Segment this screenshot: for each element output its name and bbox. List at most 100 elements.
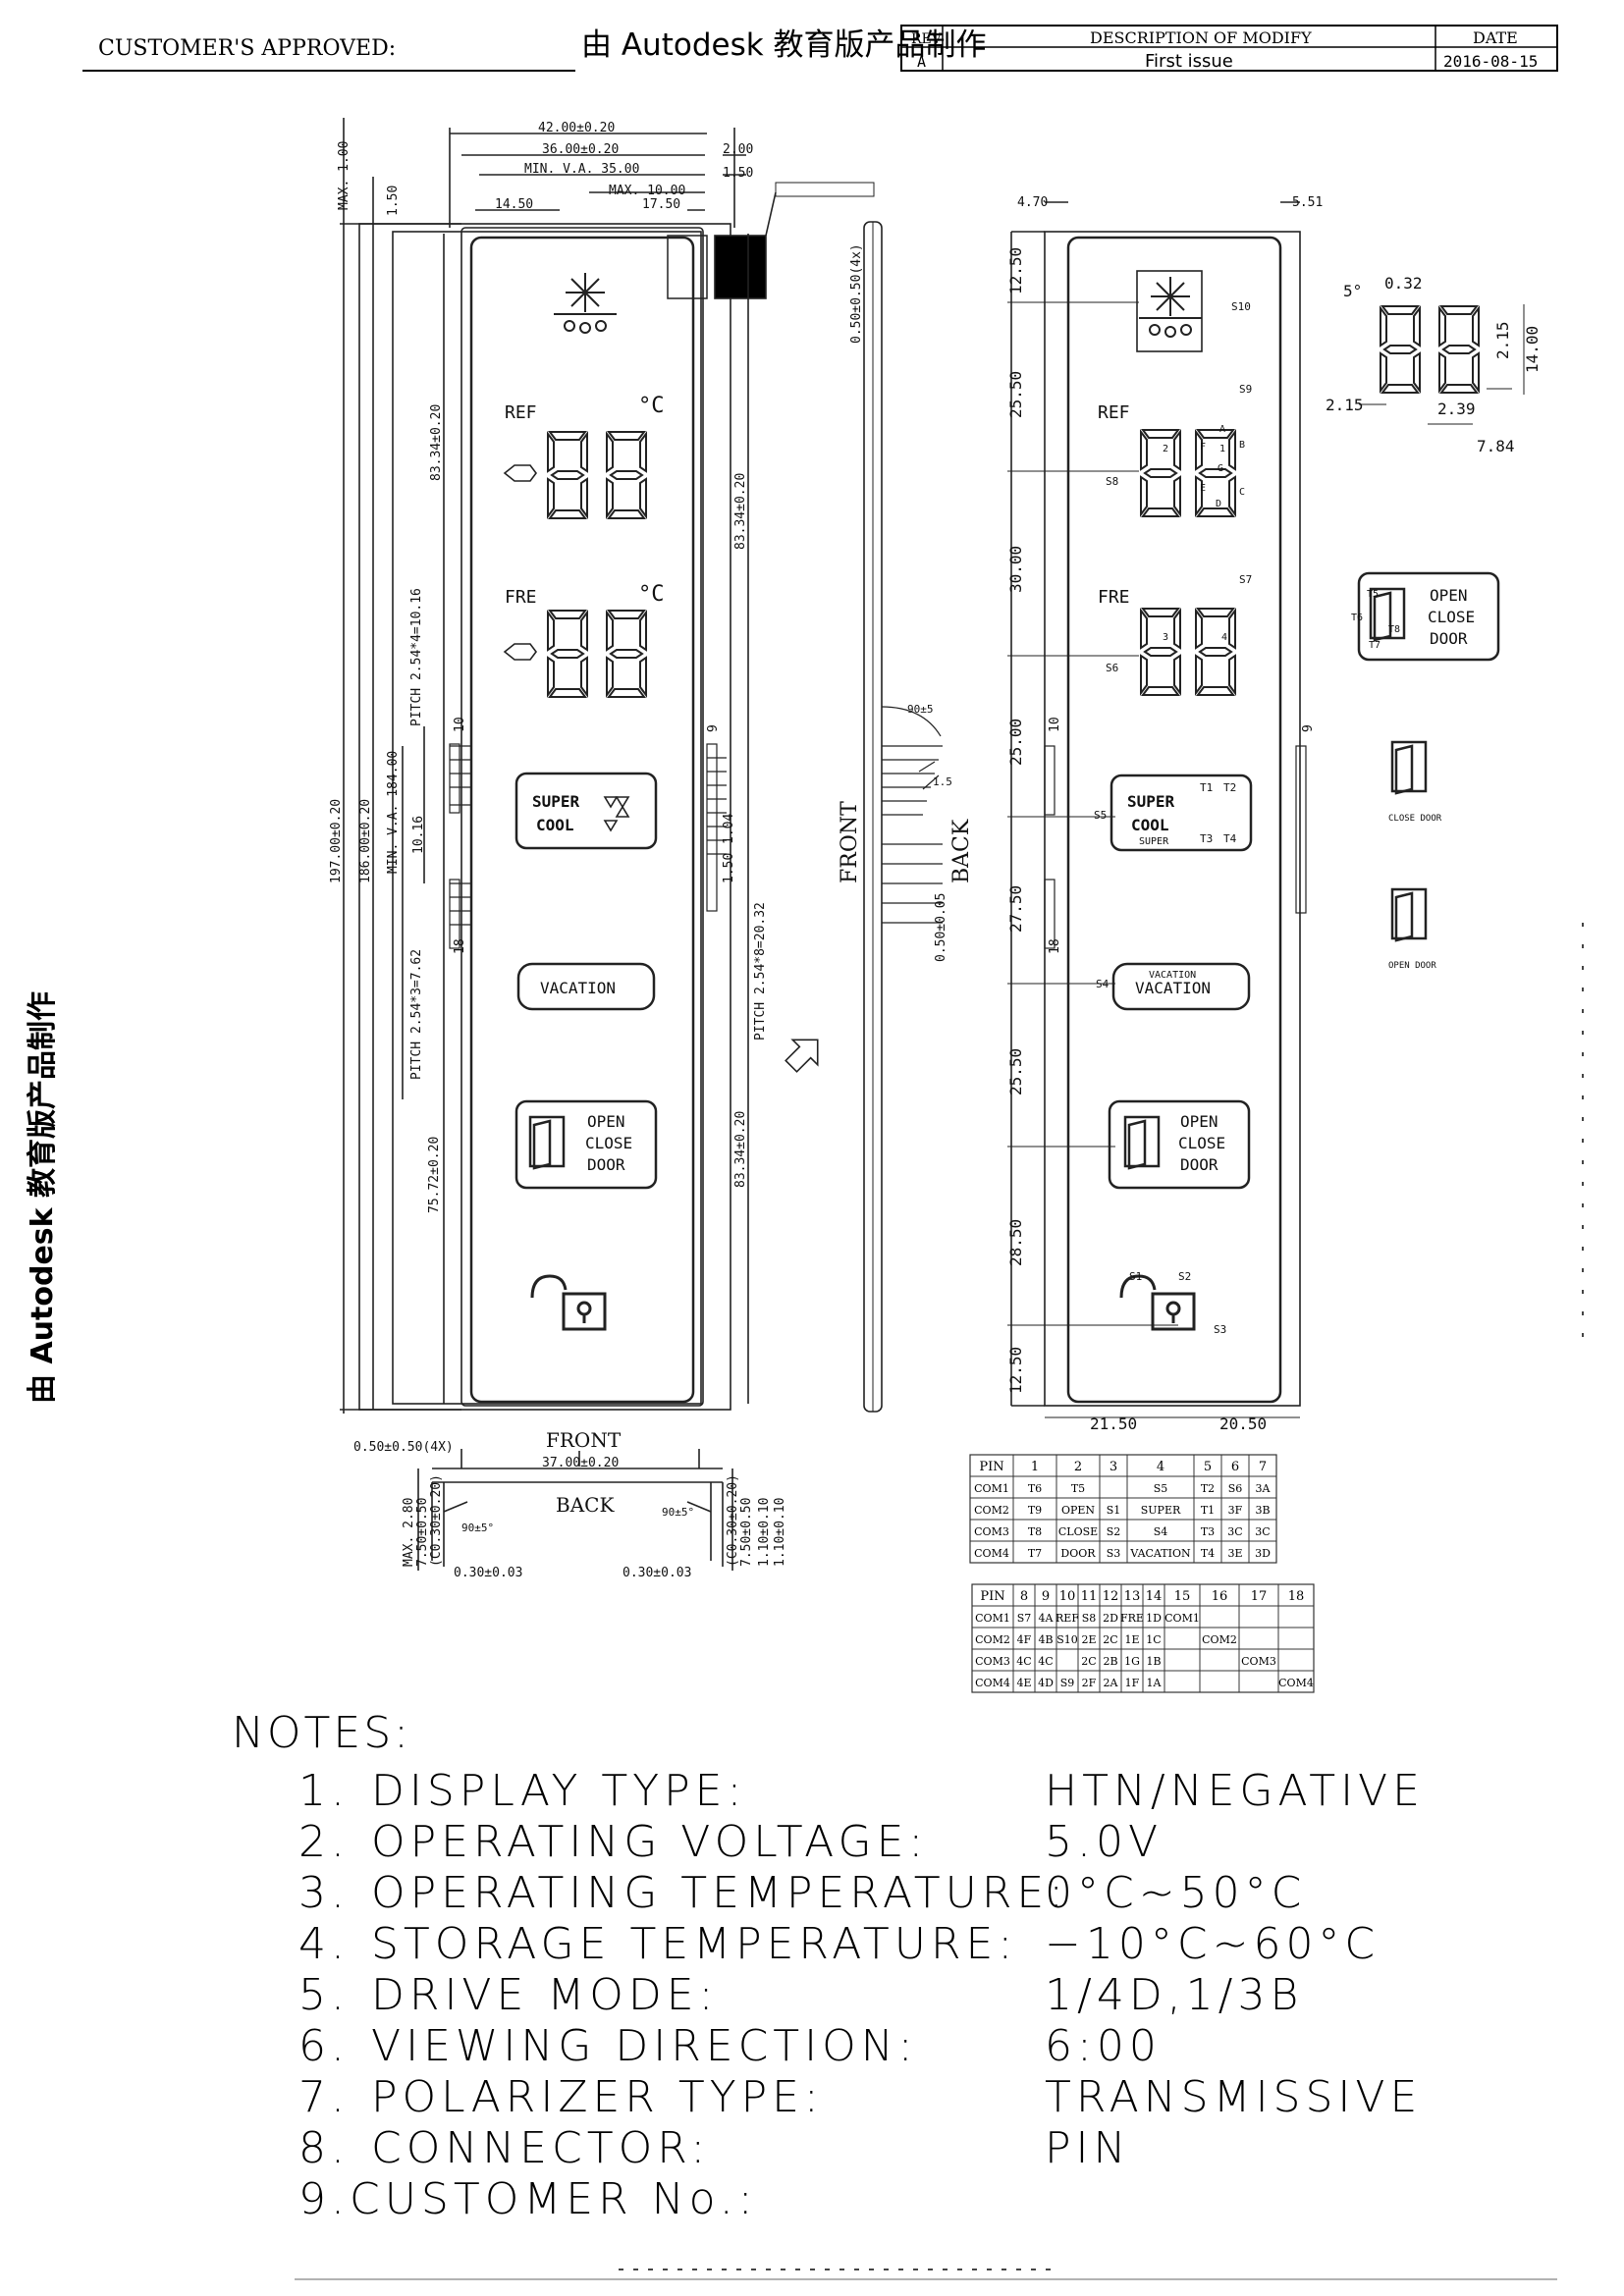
dim-14-5: 14.50 [495, 197, 533, 212]
table-cell: COM3 [975, 1655, 1010, 1668]
note-row: 2.OPERATING VOLTAGE:5.0V [232, 1817, 1508, 1868]
table-cell: 2C [1103, 1633, 1117, 1646]
note-num: 4. [298, 1919, 350, 1969]
table-cell: COM3 [974, 1525, 1009, 1538]
dim-17-5: 17.50 [642, 197, 680, 212]
seg-g: G [1218, 463, 1223, 474]
table-cell-border [1277, 1605, 1315, 1629]
table-cell: S10 [1056, 1633, 1078, 1646]
dim-min-va-35: MIN. V.A. 35.00 [524, 162, 639, 177]
seg-t4: T4 [1223, 832, 1237, 845]
dim-max-1-00: MAX. 1.00 [337, 141, 352, 210]
vacation-label: VACATION [540, 979, 616, 997]
table-cell: FRE [1120, 1612, 1144, 1625]
seg-f: F [1200, 442, 1206, 453]
seg-close-label: CLOSE [1178, 1134, 1225, 1152]
seg-b: B [1239, 440, 1245, 451]
note-num: 8. [298, 2123, 350, 2173]
digit-dim-784: 7.84 [1477, 437, 1515, 455]
table-cell: 4E [1016, 1677, 1031, 1689]
table-cell: 1C [1146, 1633, 1161, 1646]
table-cell: 1G [1124, 1655, 1140, 1668]
table-header-cell: 4 [1157, 1460, 1164, 1474]
table-cell: OPEN [1061, 1504, 1095, 1517]
seg-s6: S6 [1106, 662, 1118, 674]
note-label: STORAGE TEMPERATURE: [371, 1919, 1018, 1969]
table-header-cell: 14 [1146, 1589, 1163, 1604]
table-cell: 4C [1038, 1655, 1053, 1668]
customer-no-label: 9.CUSTOMER No.: [298, 2174, 758, 2224]
table-cell: 4D [1038, 1677, 1054, 1689]
table-cell: 2F [1082, 1677, 1097, 1689]
side-dim-005: 0.50±0.05 [934, 893, 948, 962]
date-value: 2016-08-15 [1443, 52, 1538, 71]
table-cell: S3 [1107, 1547, 1121, 1560]
seg-dim-left-7: 28.50 [1006, 1219, 1025, 1266]
dim-75-72: 75.72±0.20 [427, 1137, 442, 1213]
digit-dim-215a: 2.15 [1493, 321, 1512, 359]
watermark-left: 由 Autodesk 教育版产品制作 [26, 990, 60, 1404]
door-detail-close: CLOSE [1428, 608, 1475, 626]
note-row: 5.DRIVE MODE:1/4D,1/3B [232, 1970, 1508, 2021]
table-cell-border [1199, 1605, 1240, 1629]
note-value: 0°C~50°C [1045, 1868, 1307, 1918]
seg-a: A [1219, 424, 1225, 435]
bottom-dim-75a: 7.50±0.50 [415, 1498, 430, 1567]
table-cell: T9 [1028, 1504, 1042, 1517]
table-cell: S6 [1228, 1482, 1243, 1495]
table-header-cell: 15 [1174, 1589, 1191, 1604]
dim-1-50-side: 1.50 [722, 853, 736, 883]
close-label: CLOSE [585, 1134, 632, 1152]
table-cell-border [1099, 1475, 1128, 1499]
note-num: 2. [298, 1817, 350, 1867]
front-view-text: 42.00±0.20 36.00±0.20 MIN. V.A. 35.00 MA… [329, 121, 768, 1213]
table-cell-border [1277, 1670, 1315, 1693]
seg-3: 3 [1163, 632, 1168, 643]
table-cell-border [1056, 1648, 1079, 1672]
table-cell-border [1238, 1670, 1279, 1693]
bottom-view [417, 1449, 733, 1571]
table-header-cell: 7 [1259, 1460, 1267, 1474]
table-cell-border [1238, 1605, 1279, 1629]
dim-36: 36.00±0.20 [542, 142, 619, 157]
seg-d: D [1216, 499, 1221, 509]
table-cell: SUPER [1141, 1504, 1181, 1517]
table-cell-border [1248, 1540, 1277, 1564]
seg-s2: S2 [1178, 1270, 1191, 1283]
table-cell: 3D [1255, 1547, 1271, 1560]
note-value: PIN [1045, 2123, 1131, 2173]
note-row: 7.POLARIZER TYPE:TRANSMISSIVE [232, 2072, 1508, 2123]
table-cell: S9 [1060, 1677, 1075, 1689]
pin-label-9: 9 [706, 724, 721, 732]
door-detail-door: DOOR [1430, 629, 1468, 648]
digit-dim-5: 5° [1343, 282, 1362, 300]
table-header-cell: 17 [1251, 1589, 1268, 1604]
table-cell: COM2 [975, 1633, 1010, 1646]
table-cell: 2C [1081, 1655, 1096, 1668]
table-cell: 1F [1125, 1677, 1140, 1689]
seg-dim-left-2: 25.50 [1006, 371, 1025, 418]
note-label: OPERATING VOLTAGE: [371, 1817, 929, 1867]
seg-cool-label: COOL [1131, 816, 1169, 834]
table-cell: 3F [1228, 1504, 1243, 1517]
notes-title: NOTES: [232, 1708, 411, 1758]
door-t5: T5 [1367, 589, 1379, 600]
table-header-cell: 8 [1020, 1589, 1028, 1604]
table-cell: S8 [1082, 1612, 1097, 1625]
table-header-cell: 13 [1124, 1589, 1141, 1604]
digit-dim-239: 2.39 [1437, 400, 1476, 418]
table-cell: COM1 [974, 1482, 1009, 1495]
bottom-dim-110a: 1.10±0.10 [757, 1498, 772, 1567]
pin-label-18: 18 [453, 938, 467, 954]
ref-label: REF [505, 402, 537, 423]
door-label: DOOR [587, 1155, 625, 1174]
seg-c: C [1239, 487, 1245, 498]
seg-s8: S8 [1106, 475, 1118, 488]
bottom-dim-110b: 1.10±0.10 [773, 1498, 787, 1567]
note-value: 6:00 [1045, 2021, 1162, 2071]
seg-t3: T3 [1200, 832, 1213, 845]
table-header-cell: PIN [979, 1460, 1003, 1474]
table-header-cell: 9 [1042, 1589, 1050, 1604]
table-cell: VACATION [1129, 1547, 1191, 1560]
